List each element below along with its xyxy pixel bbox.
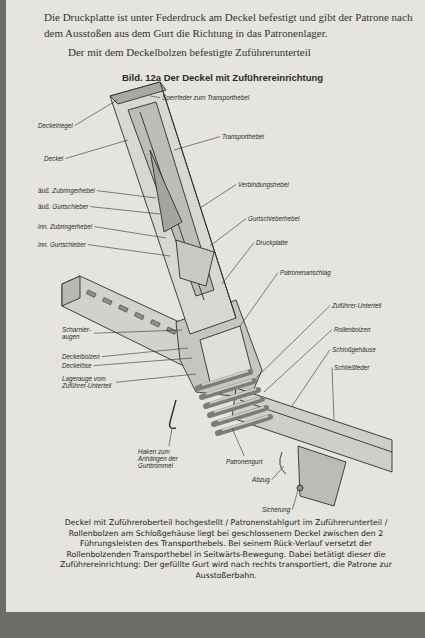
- figure-caption: Deckel mit Zuführeroberteil hochgestellt…: [52, 518, 400, 581]
- leader-line: [65, 140, 128, 159]
- leader-line: [332, 368, 334, 420]
- part-label: Deckel: [44, 155, 63, 162]
- figure-title: Bild. 12a Der Deckel mit Zuführereinrich…: [122, 72, 323, 83]
- part-label: Deckelöse: [62, 362, 91, 369]
- leader-line: [88, 245, 170, 256]
- part-label: Scharnier-augen: [62, 326, 92, 340]
- cooling-hole: [86, 290, 96, 297]
- leader-line: [240, 273, 278, 326]
- part-label: Zuführer-Unterteil: [332, 302, 381, 309]
- leader-line: [232, 428, 244, 456]
- leader-line: [200, 185, 236, 208]
- leader-line: [75, 100, 117, 126]
- cooling-hole: [150, 320, 160, 327]
- part-label: Transporthebel: [222, 133, 264, 140]
- part-label: Gurtschieberhebel: [248, 215, 299, 222]
- body-text: Der mit dem Deckelbolzen befestigte Zufü…: [68, 45, 311, 61]
- leader-line: [90, 207, 160, 214]
- leader-line: [97, 191, 156, 198]
- part-label: Schließfeder: [334, 364, 369, 371]
- part-label: Verbindungshebel: [238, 181, 289, 188]
- part-label: Abzug: [252, 476, 270, 483]
- leader-line: [94, 227, 166, 238]
- leader-line: [169, 428, 172, 446]
- part-label: Haken zum Anhängen der Gurttrommel: [138, 448, 200, 470]
- part-label: äuß. Zubringerhebel: [38, 187, 95, 194]
- cooling-hole: [118, 305, 128, 312]
- leader-line: [150, 96, 160, 98]
- part-label: Sicherung: [262, 506, 290, 513]
- leader-line: [94, 330, 182, 333]
- part-label: Deckelbolzen: [62, 353, 100, 360]
- part-label: Patronenanschlag: [280, 269, 331, 276]
- leader-line: [210, 219, 246, 246]
- cooling-hole: [134, 312, 144, 319]
- part-label: inn. Zubringerhebel: [38, 223, 92, 230]
- leader-line: [222, 243, 254, 284]
- part-label: Sperrfeder zum Transporthebel: [162, 94, 249, 101]
- part-label: Deckelriegel: [38, 122, 73, 129]
- leader-line: [264, 330, 332, 392]
- cartridge: [218, 417, 270, 433]
- part-label: Druckplatte: [256, 239, 288, 246]
- part-label: äuß. Gurtschieber: [38, 203, 88, 210]
- leader-line: [93, 358, 192, 366]
- part-label: Schloßgehäuse: [332, 346, 376, 353]
- leader-line: [116, 374, 196, 382]
- leader-line: [174, 137, 220, 150]
- cooling-hole: [102, 297, 112, 304]
- cartridge-shine: [222, 416, 268, 430]
- leader-line: [292, 350, 330, 406]
- leader-line: [292, 490, 298, 510]
- part-label: Rollenbolzen: [334, 326, 370, 333]
- leader-line: [272, 466, 284, 480]
- part-label: inn. Gurtschieber: [38, 241, 86, 248]
- leader-line: [102, 348, 188, 357]
- part-label: Lagerauge vom Zuführer-Unterteil: [62, 375, 114, 389]
- body-text: Die Druckplatte ist unter Federdruck am …: [44, 10, 416, 42]
- part-label: Patronengurt: [226, 458, 262, 465]
